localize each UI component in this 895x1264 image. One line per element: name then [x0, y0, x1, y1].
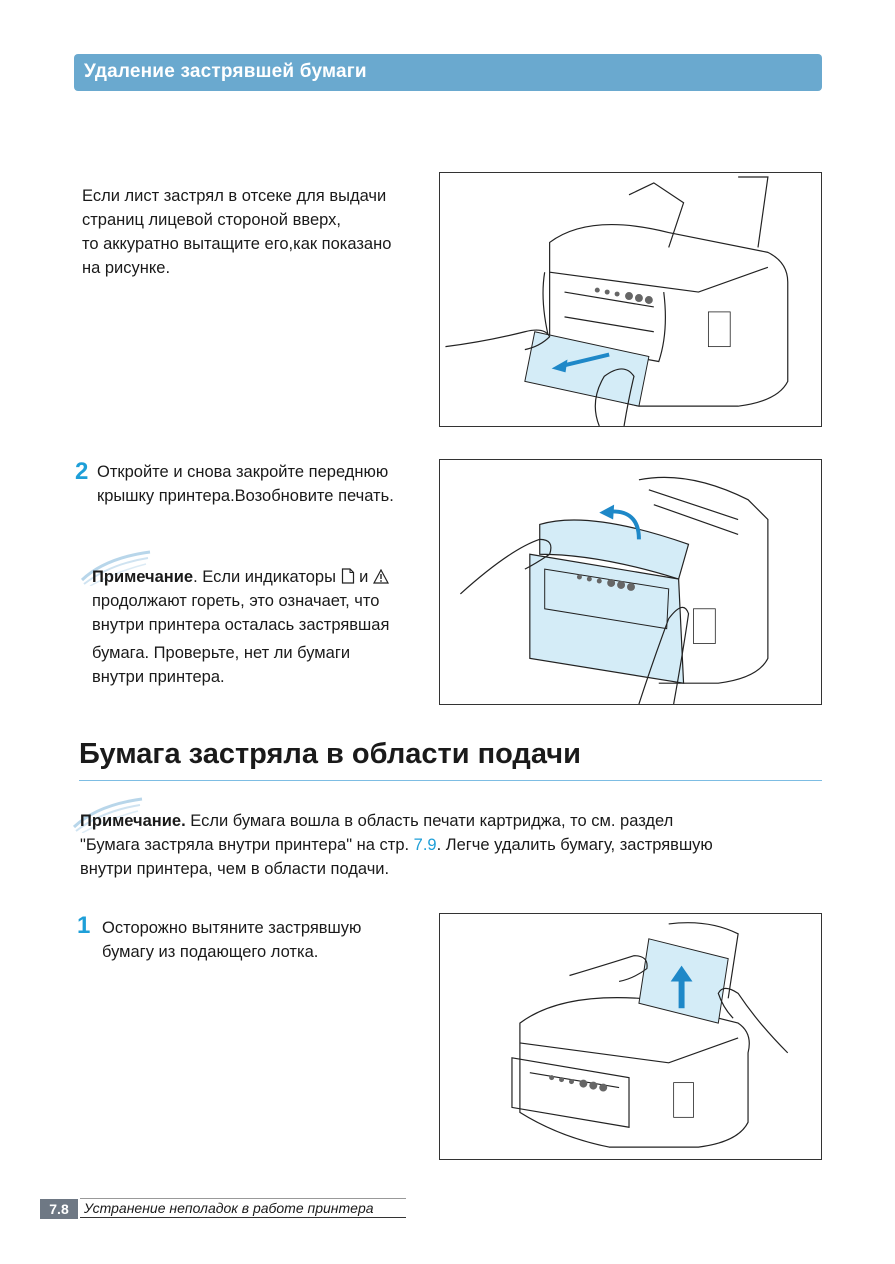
step1-line: бумагу из подающего лотка. — [102, 943, 319, 961]
figure-output-tray-jam — [439, 172, 822, 427]
page-reference-link[interactable]: 7.9 — [413, 836, 437, 854]
note-text: "Бумага застряла внутри принтера" на стр… — [80, 836, 414, 854]
note-line: продолжают гореть, это означает, что — [92, 592, 380, 610]
warning-indicator-icon — [372, 569, 389, 584]
printer-illustration — [445, 176, 789, 426]
note-text: . Если индикаторы — [193, 568, 336, 586]
section-header-title: Удаление застрявшей бумаги — [84, 61, 367, 82]
footer-rule-top — [80, 1198, 406, 1199]
footer-page-number: 7.8 — [40, 1199, 78, 1219]
figure-front-cover — [439, 459, 822, 705]
note-text: . Легче удалить бумагу, застрявшую — [436, 836, 713, 854]
note-first-line: Примечание. Если бумага вошла в область … — [80, 809, 713, 833]
intro-line: на рисунке. — [82, 259, 171, 277]
step2-line: крышку принтера.Возобновите печать. — [97, 487, 394, 505]
section-title: Бумага застряла в области подачи — [79, 738, 581, 770]
step2-text: Откройте и снова закройте переднюю крышк… — [97, 460, 394, 508]
note-line: внутри принтера, чем в области подачи. — [80, 860, 390, 878]
note-text: Если бумага вошла в область печати картр… — [185, 812, 674, 830]
printer-feed-illustration — [511, 922, 789, 1148]
step-number-2: 2 — [75, 458, 89, 485]
step1-line: Осторожно вытяните застрявшую — [102, 919, 362, 937]
section-title-rule — [79, 780, 822, 781]
step-number-1: 1 — [77, 912, 91, 939]
note-swoosh-icon — [72, 797, 143, 833]
note-line: внутри принтера. — [92, 668, 225, 686]
section-header-bar: Удаление застрявшей бумаги — [74, 54, 822, 91]
note-first-line: Примечание. Если индикаторы и — [92, 565, 389, 589]
figure-feed-tray-jam — [439, 913, 822, 1160]
step2-note: Примечание. Если индикаторы и продолжают… — [92, 565, 389, 689]
intro-text: Если лист застрял в отсеке для выдачи ст… — [82, 184, 391, 280]
printer-cover-illustration — [459, 476, 769, 704]
feed-area-note: Примечание. Если бумага вошла в область … — [80, 809, 713, 881]
note-label: Примечание. — [80, 812, 186, 830]
note-conjunction: и — [354, 568, 373, 586]
footer-rule — [80, 1217, 406, 1218]
note-second-line: "Бумага застряла внутри принтера" на стр… — [80, 833, 713, 857]
note-line: внутри принтера осталась застрявшая — [92, 616, 390, 634]
intro-line: Если лист застрял в отсеке для выдачи — [82, 187, 387, 205]
step1-text: Осторожно вытяните застрявшую бумагу из … — [102, 916, 361, 964]
note-line: бумага. Проверьте, нет ли бумаги — [92, 644, 351, 662]
step2-line: Откройте и снова закройте переднюю — [97, 463, 389, 481]
footer-chapter-title: Устранение неполадок в работе принтера — [84, 1200, 374, 1216]
intro-line: страниц лицевой стороной вверх, — [82, 211, 341, 229]
paper-indicator-icon — [341, 568, 354, 584]
intro-line: то аккуратно вытащите его,как показано — [82, 235, 392, 253]
note-label: Примечание — [92, 568, 194, 586]
note-swoosh-icon — [80, 550, 151, 586]
